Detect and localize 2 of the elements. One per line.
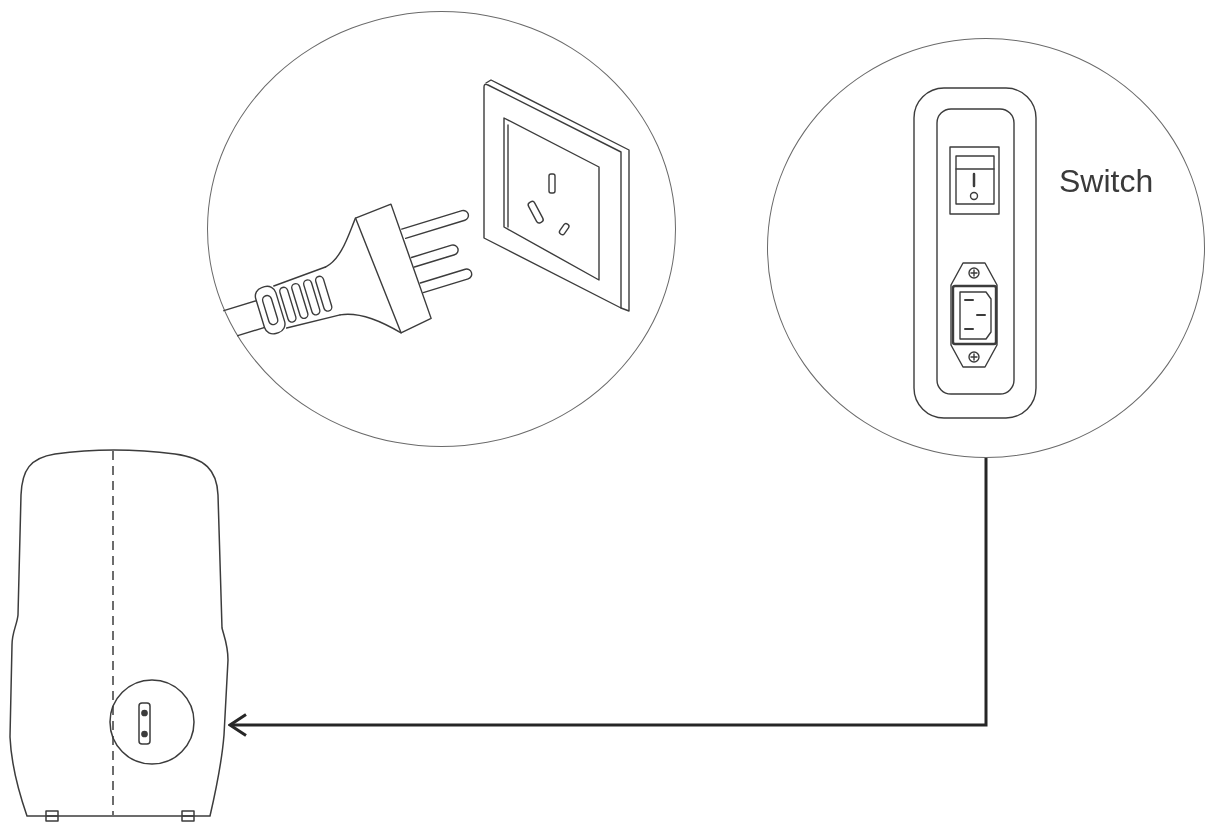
arrow: [228, 458, 988, 737]
part-label: Switch: [1059, 165, 1154, 197]
